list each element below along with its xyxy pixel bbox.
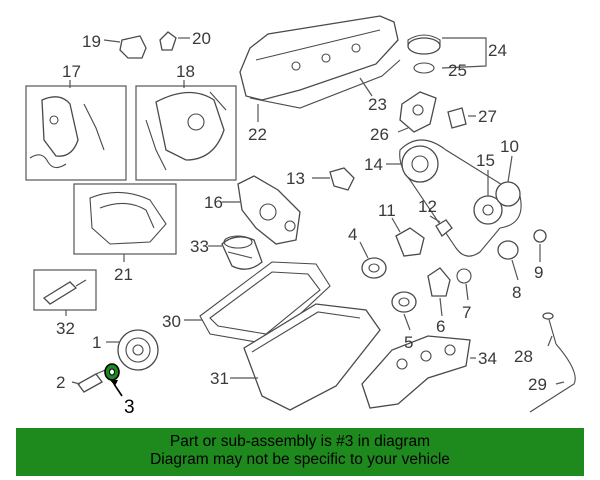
callout-34[interactable]: 34 (478, 349, 497, 368)
leader-24 (441, 37, 487, 69)
part-31-oil-pan[interactable] (243, 303, 381, 411)
part-8-water-pump[interactable] (497, 240, 519, 260)
callout-24[interactable]: 24 (488, 41, 507, 60)
part-32-sealant-group[interactable] (33, 269, 97, 311)
part-28-dipstick-tube[interactable] (542, 312, 557, 345)
callout-3-highlighted[interactable]: 3 (124, 397, 135, 418)
callout-33[interactable]: 33 (190, 237, 209, 256)
banner-line-2: Diagram may not be specific to your vehi… (150, 451, 450, 468)
callout-28[interactable]: 28 (514, 347, 533, 366)
callout-20[interactable]: 20 (192, 29, 211, 48)
part-33-oil-filter[interactable] (221, 235, 263, 270)
callout-18[interactable]: 18 (176, 62, 195, 81)
callout-23[interactable]: 23 (368, 95, 387, 114)
callout-16[interactable]: 16 (204, 193, 223, 212)
callout-12[interactable]: 12 (418, 197, 437, 216)
leader-7 (465, 283, 469, 301)
part-20-clip[interactable] (159, 31, 177, 51)
callout-14[interactable]: 14 (364, 155, 383, 174)
callout-9[interactable]: 9 (534, 263, 543, 282)
callout-25[interactable]: 25 (448, 61, 467, 80)
part-12-bolt[interactable] (435, 219, 453, 237)
callout-5[interactable]: 5 (404, 333, 413, 352)
part-13-sensor[interactable] (329, 167, 355, 191)
part-7-seal[interactable] (456, 268, 472, 284)
part-3-highlighted[interactable] (104, 363, 120, 381)
part-11-tensioner[interactable] (395, 227, 425, 257)
part-30-oil-pan-gasket[interactable] (199, 261, 331, 345)
callout-22[interactable]: 22 (248, 125, 267, 144)
part-29-dipstick[interactable] (529, 343, 576, 413)
callout-29[interactable]: 29 (528, 375, 547, 394)
callout-13[interactable]: 13 (286, 169, 305, 188)
callout-7[interactable]: 7 (462, 303, 471, 322)
callout-19[interactable]: 19 (82, 32, 101, 51)
callout-32[interactable]: 32 (56, 319, 75, 338)
leader-23 (359, 77, 373, 97)
part-1-crank-pulley[interactable] (117, 329, 159, 371)
part-26-housing[interactable] (399, 91, 437, 133)
callout-15[interactable]: 15 (476, 151, 495, 170)
callout-4[interactable]: 4 (348, 225, 357, 244)
callout-8[interactable]: 8 (512, 283, 521, 302)
part-34-intake-manifold[interactable] (361, 335, 471, 409)
leader-5 (403, 313, 411, 331)
part-4-idler-pulley[interactable] (361, 257, 387, 279)
callout-27[interactable]: 27 (478, 107, 497, 126)
leader-2 (71, 381, 81, 385)
part-21-gasket-group[interactable] (73, 183, 177, 255)
part-19-bracket[interactable] (119, 35, 147, 59)
callout-21[interactable]: 21 (114, 265, 133, 284)
leader-29 (555, 381, 565, 385)
callout-31[interactable]: 31 (210, 369, 229, 388)
leader-6 (439, 297, 443, 317)
part-16-oil-pump[interactable] (237, 175, 301, 245)
leader-28 (547, 335, 553, 347)
callout-6[interactable]: 6 (436, 317, 445, 336)
callout-1[interactable]: 1 (92, 333, 101, 352)
leader-12 (429, 215, 441, 223)
part-14-camshaft-sprocket[interactable] (401, 145, 439, 183)
callout-10[interactable]: 10 (500, 137, 519, 156)
banner-line-1: Part or sub-assembly is #3 in diagram (169, 433, 431, 450)
parts-diagram: 19 20 17 18 24 25 23 27 22 26 10 15 14 1… (25, 15, 576, 418)
callout-17[interactable]: 17 (62, 62, 81, 81)
leader-19 (103, 39, 121, 43)
info-banner: Part or sub-assembly is #3 in diagram Di… (16, 428, 584, 476)
part-24-oil-cap[interactable] (407, 34, 441, 55)
leader-10 (507, 155, 513, 183)
part-27-fitting[interactable] (447, 107, 467, 129)
part-5-pulley[interactable] (391, 291, 417, 313)
leader-3-arrowhead (110, 380, 118, 386)
part-17-timing-cover-group[interactable] (25, 85, 127, 181)
callout-11[interactable]: 11 (378, 201, 396, 220)
part-18-belt-cover-group[interactable] (135, 85, 237, 181)
part-6-seal-housing[interactable] (427, 267, 451, 297)
part-25-cap-seal[interactable] (413, 62, 435, 74)
leader-11 (391, 217, 401, 233)
part-23-valve-cover[interactable] (239, 15, 401, 109)
leader-4 (359, 241, 369, 259)
part-9-plug[interactable] (533, 229, 547, 243)
leader-26 (397, 127, 409, 133)
callout-26[interactable]: 26 (370, 125, 389, 144)
callout-2[interactable]: 2 (56, 373, 65, 392)
callout-30[interactable]: 30 (162, 312, 181, 331)
leader-3 (113, 383, 123, 397)
part-15-crank-sprocket[interactable] (473, 181, 521, 225)
leader-8 (511, 259, 519, 281)
